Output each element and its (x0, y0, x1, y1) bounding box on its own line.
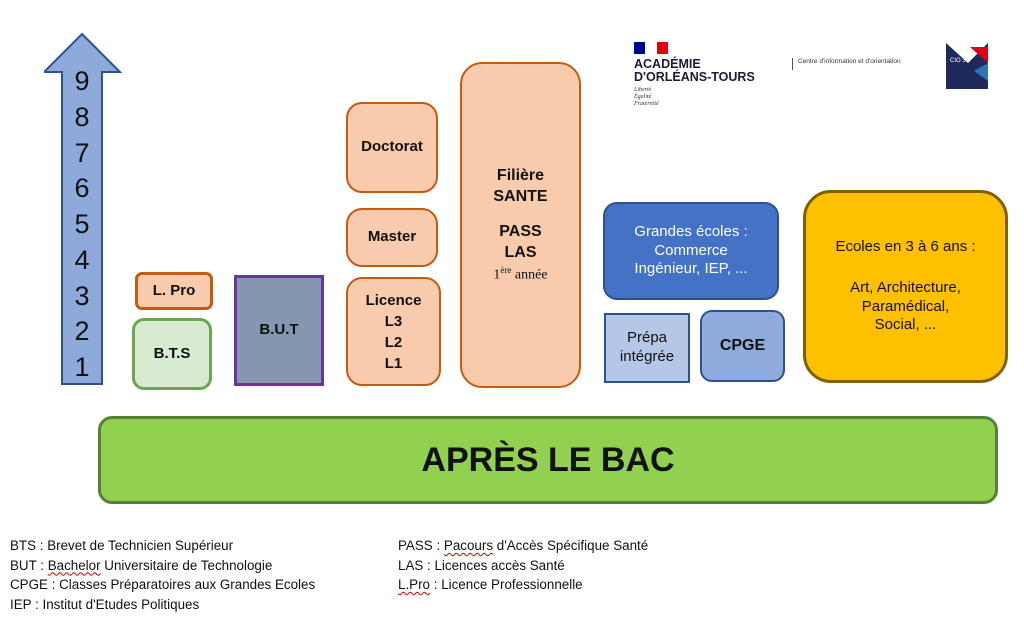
glossary-entry: L.Pro : Licence Professionnelle (398, 575, 648, 595)
glossary-sep: : (31, 596, 43, 612)
licence-l2: L2 (384, 333, 403, 351)
sante-box: Filière SANTE PASS LAS 1ère année (460, 62, 581, 388)
licence-l1: L1 (384, 354, 403, 372)
doctorat-box: Doctorat (346, 102, 438, 193)
glossary-abbr: PASS (398, 538, 433, 553)
sante-year: 1ère année (493, 265, 548, 284)
lpro-label: L. Pro (152, 281, 196, 299)
academie-logo-text: ACADÉMIE D'ORLÉANS-TOURS (634, 58, 755, 84)
glossary-sep: : (423, 557, 435, 573)
ecoles-line-art: Art, Architecture, (850, 278, 961, 296)
glossary-entry: BUT : Bachelor Universitaire de Technolo… (10, 556, 315, 576)
glossary-sep: : (430, 577, 442, 592)
licence-box: Licence L3 L2 L1 (346, 277, 441, 386)
grandes-ecoles-commerce: Commerce (654, 241, 728, 259)
year-label: 1 (74, 352, 90, 382)
ecoles-line-paramedical: Paramédical, (861, 297, 950, 315)
academie-line1: ACADÉMIE (634, 57, 701, 71)
glossary-definition: Licences accès Santé (434, 557, 565, 573)
glossary-definition: Pacours (443, 538, 494, 553)
glossary-entry: IEP : Institut d'Etudes Politiques (10, 595, 315, 615)
glossary-definition: d'Accès Spécifique Santé (493, 538, 649, 553)
cpge-label: CPGE (719, 337, 766, 354)
licence-title: Licence (365, 291, 422, 309)
glossary-definition: Institut d'Etudes Politiques (42, 596, 200, 612)
ecoles-line-social: Social, ... (874, 316, 937, 334)
cio-label: Centre d'information et d'orientation (798, 58, 901, 65)
licence-l3: L3 (384, 312, 403, 330)
grandes-ecoles-box: Grandes écoles : Commerce Ingénieur, IEP… (603, 202, 779, 300)
glossary-entry: CPGE : Classes Préparatoires aux Grandes… (10, 575, 315, 595)
ecoles-title: Ecoles en 3 à 6 ans : (835, 238, 976, 255)
glossary-definition: Licence Professionnelle (441, 577, 583, 592)
glossary-abbr: BTS (10, 538, 37, 553)
glossary-entry: LAS : Licences accès Santé (398, 556, 648, 576)
prepa-line2: intégrée (619, 348, 675, 365)
glossary-definition: Universitaire de Technologie (100, 557, 273, 573)
academie-line2: D'ORLÉANS-TOURS (634, 70, 755, 84)
cio-logo-icon: CIO 37 (946, 43, 988, 89)
ecoles-specialisees-box: Ecoles en 3 à 6 ans : Art, Architecture,… (803, 190, 1008, 383)
prepa-line1: Prépa (626, 329, 668, 347)
glossary-sep: : (47, 577, 60, 592)
grandes-ecoles-title: Grandes écoles : (634, 222, 748, 240)
sante-line-sante: SANTE (493, 188, 548, 206)
master-label: Master (367, 228, 417, 246)
years-arrow (44, 32, 123, 385)
glossary-abbr: CPGE (10, 577, 48, 592)
bts-box: B.T.S (132, 318, 212, 390)
motto-liberte: Liberté (634, 87, 652, 93)
master-box: Master (346, 208, 438, 267)
glossary-abbr: IEP (10, 596, 32, 612)
years-list: 9 8 7 6 5 4 3 2 1 (60, 64, 104, 384)
year-label: 5 (74, 209, 90, 239)
french-flag-icon (634, 42, 668, 54)
motto-egalite: Égalité (634, 94, 652, 100)
sante-line-pass: PASS (499, 223, 542, 241)
year-label: 3 (74, 280, 90, 311)
glossary-abbr: L.Pro (398, 577, 431, 592)
but-box: B.U.T (234, 275, 324, 386)
glossary-entry: PASS : Pacours d'Accès Spécifique Santé (398, 536, 648, 556)
glossary-sep: : (36, 538, 48, 553)
year-label: 2 (74, 316, 90, 347)
header-divider (792, 58, 793, 70)
motto-fraternite: Fraternité (634, 101, 659, 107)
doctorat-label: Doctorat (361, 138, 423, 156)
cpge-box: CPGE (700, 310, 785, 382)
glossary-definition: Brevet de Technicien Supérieur (47, 538, 234, 553)
republic-motto: Liberté Égalité Fraternité (634, 87, 659, 108)
year-label: 6 (74, 173, 90, 204)
cio-logo-text: CIO 37 (950, 58, 970, 64)
glossary-sep: : (432, 538, 444, 553)
sante-line-filiere: Filière (496, 167, 545, 185)
apres-le-bac-label: APRÈS LE BAC (421, 440, 675, 479)
year-label: 8 (74, 101, 90, 132)
glossary-definition: Classes Préparatoires aux Grandes Ecoles (59, 577, 316, 592)
glossary-abbr: LAS (398, 557, 424, 573)
year-label: 7 (74, 137, 90, 168)
year-label: 9 (74, 66, 90, 96)
but-label: B.U.T (259, 321, 299, 339)
year-label: 4 (74, 244, 90, 275)
lpro-box: L. Pro (135, 272, 213, 310)
prepa-integree-box: Prépa intégrée (604, 313, 690, 383)
sante-line-las: LAS (504, 244, 537, 262)
glossary-sep: : (36, 557, 48, 573)
glossary-definition: Bachelor (47, 557, 101, 573)
glossary-abbr: BUT (10, 557, 37, 573)
apres-le-bac-banner: APRÈS LE BAC (98, 416, 998, 504)
grandes-ecoles-ingenieur: Ingénieur, IEP, ... (634, 260, 748, 278)
glossary-entry: BTS : Brevet de Technicien Supérieur (10, 536, 315, 556)
bts-label: B.T.S (153, 344, 191, 362)
